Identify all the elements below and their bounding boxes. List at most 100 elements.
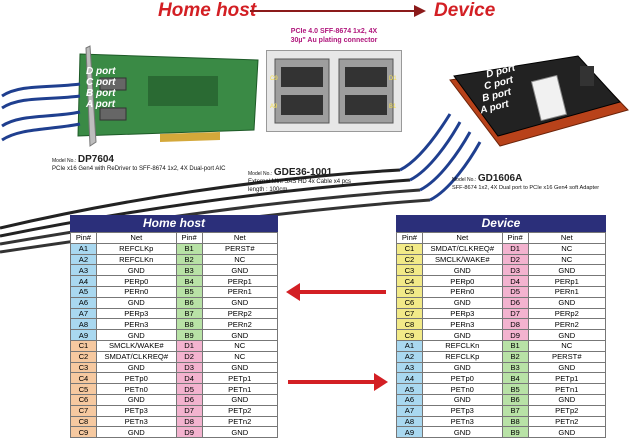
host-column-header: Pin# bbox=[70, 232, 97, 244]
device-net-name: PERn0 bbox=[421, 285, 503, 298]
host-net-name: NC bbox=[201, 339, 279, 352]
cable-model-desc2: length : 100cm bbox=[248, 187, 288, 193]
device-net-name: PETp3 bbox=[421, 404, 503, 417]
device-pin-number: B1 bbox=[501, 339, 529, 352]
device-net-name: SMDAT/CLKREQ# bbox=[421, 242, 503, 255]
device-pin-number: C5 bbox=[396, 285, 423, 298]
device-net-name: PETp1 bbox=[527, 372, 607, 385]
host-net-name: PERn0 bbox=[95, 285, 177, 298]
device-pin-number: A8 bbox=[396, 415, 423, 428]
host-pin-number: A4 bbox=[70, 275, 97, 287]
host-pin-number: B5 bbox=[175, 285, 203, 298]
cable-caption: Model No.: GDE36-1001 External Mini SAS … bbox=[248, 167, 448, 194]
host-pin-number: B6 bbox=[175, 296, 203, 309]
device-model-desc: SFF-8674 1x2, 4X Dual port to PCIe x16 G… bbox=[452, 185, 600, 191]
host-pin-number: D4 bbox=[175, 372, 203, 385]
host-column-header: Net bbox=[201, 232, 279, 244]
host-table-title: Home host bbox=[70, 215, 278, 232]
device-net-name: PETp0 bbox=[421, 372, 503, 385]
host-net-name: PERp2 bbox=[201, 307, 279, 320]
host-net-name: PETn1 bbox=[201, 383, 279, 395]
device-pin-number: D7 bbox=[501, 307, 529, 320]
host-net-name: GND bbox=[201, 296, 279, 309]
host-pin-number: C9 bbox=[70, 426, 97, 439]
device-pin-number: B5 bbox=[501, 383, 529, 395]
arrow-right-icon bbox=[288, 373, 388, 391]
device-net-name: GND bbox=[421, 361, 503, 374]
host-column-header: Net bbox=[95, 232, 177, 244]
direction-arrow-icon bbox=[250, 5, 426, 17]
host-pin-number: B4 bbox=[175, 275, 203, 287]
device-pin-number: A7 bbox=[396, 404, 423, 417]
device-pin-number: A5 bbox=[396, 383, 423, 395]
device-net-name: PETn0 bbox=[421, 383, 503, 395]
device-column-header: Pin# bbox=[396, 232, 423, 244]
host-pin-number: A5 bbox=[70, 285, 97, 298]
device-net-name: SMCLK/WAKE# bbox=[421, 253, 503, 266]
device-net-name: PERST# bbox=[527, 350, 607, 363]
cable-model-prefix: Model No.: bbox=[248, 171, 273, 177]
host-cables bbox=[1, 82, 81, 142]
device-net-name: PERp2 bbox=[527, 307, 607, 320]
device-pin-number: D2 bbox=[501, 253, 529, 266]
host-net-name: PERn1 bbox=[201, 285, 279, 298]
host-net-name: PETp1 bbox=[201, 372, 279, 385]
home-host-title: Home host bbox=[158, 0, 257, 21]
device-pin-number: A1 bbox=[396, 339, 423, 352]
device-pin-number: A6 bbox=[396, 393, 423, 406]
host-net-name: PERn2 bbox=[201, 318, 279, 331]
host-pin-number: D2 bbox=[175, 350, 203, 363]
device-net-name: PETn2 bbox=[527, 415, 607, 428]
device-pin-number: B6 bbox=[501, 393, 529, 406]
device-net-name: PERn3 bbox=[421, 318, 503, 331]
host-net-name: GND bbox=[201, 329, 279, 341]
cable-model-number: GDE36-1001 bbox=[273, 167, 333, 178]
host-net-name: PERp1 bbox=[201, 275, 279, 287]
host-pin-number: B9 bbox=[175, 329, 203, 341]
host-model-desc: PCIe x16 Gen4 with ReDriver to SFF-8674 … bbox=[52, 166, 226, 172]
device-net-name: GND bbox=[421, 393, 503, 406]
device-adapter-photo bbox=[440, 50, 630, 160]
device-pin-number: C9 bbox=[396, 329, 423, 341]
device-pin-number: A9 bbox=[396, 426, 423, 439]
device-pin-number: D5 bbox=[501, 285, 529, 298]
host-net-name: PETn0 bbox=[95, 383, 177, 395]
host-pin-number: C4 bbox=[70, 372, 97, 385]
device-pin-number: A2 bbox=[396, 350, 423, 363]
host-net-name: GND bbox=[95, 329, 177, 341]
host-pin-number: C1 bbox=[70, 339, 97, 352]
host-pin-number: A8 bbox=[70, 318, 97, 331]
host-net-name: GND bbox=[95, 426, 177, 439]
device-pin-number: B2 bbox=[501, 350, 529, 363]
host-net-name: PERST# bbox=[201, 242, 279, 255]
host-pin-number: B8 bbox=[175, 318, 203, 331]
device-pin-number: B4 bbox=[501, 372, 529, 385]
host-net-name: GND bbox=[95, 296, 177, 309]
host-pin-number: A2 bbox=[70, 253, 97, 266]
host-net-name: GND bbox=[95, 264, 177, 277]
device-net-name: PETn1 bbox=[527, 383, 607, 395]
arrow-left-icon bbox=[286, 283, 386, 301]
device-pin-number: D8 bbox=[501, 318, 529, 331]
host-net-name: GND bbox=[201, 393, 279, 406]
